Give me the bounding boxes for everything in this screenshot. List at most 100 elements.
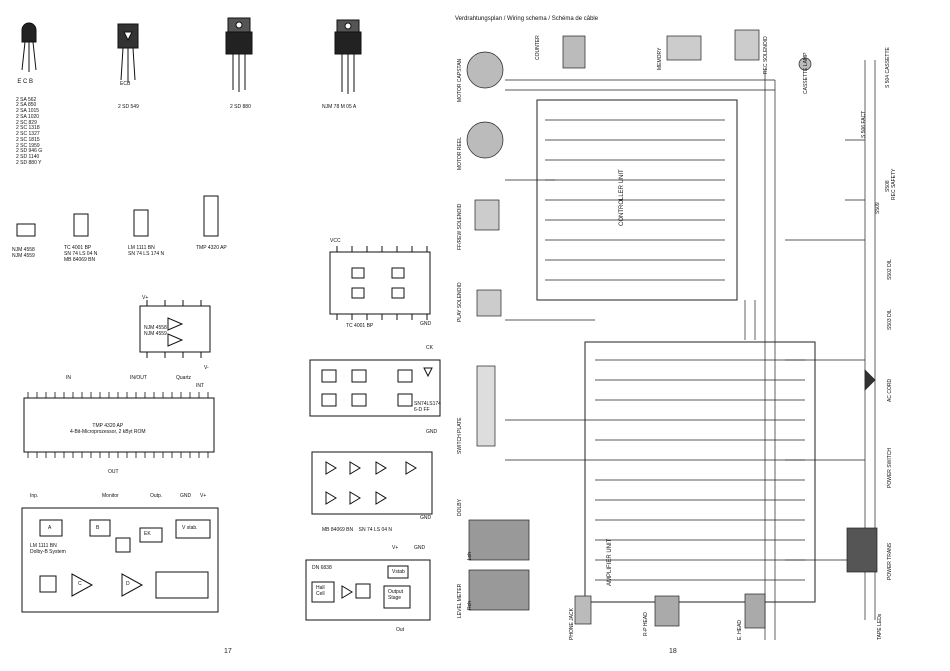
- njm-box-label: NJM 4558 NJM 4559: [144, 325, 167, 337]
- tmp-inout: IN/OUT: [130, 375, 147, 381]
- label-ic-tmp: TMP 4320 AP: [196, 245, 227, 251]
- dip14-tc4001-icon: [73, 213, 89, 237]
- label-counter: COUNTER: [535, 35, 541, 60]
- label-power-trans: POWER TRANS: [887, 542, 893, 580]
- label-s502: S502 DIL: [887, 259, 893, 280]
- counter-icon: [562, 35, 586, 69]
- sn04-title: MB 84069 BN SN 74 LS 04 N: [322, 527, 393, 533]
- memory-icon: [666, 35, 702, 61]
- wiring-diagram: [466, 29, 878, 640]
- label-phone-jack: PHONE JACK: [569, 608, 575, 640]
- block-d: D: [126, 581, 130, 587]
- pin-b: B: [29, 78, 34, 85]
- label-ic-tc4001: TC 4001 BP SN 74 LS 04 N MB 84069 BN: [64, 245, 98, 263]
- dip16-lm1111-icon: [133, 209, 149, 237]
- page-number-right: 18: [669, 648, 677, 655]
- label-switch-plate: SWITCH PLATE: [457, 417, 463, 454]
- pin-e: E: [17, 78, 22, 85]
- label-ic-njm: NJM 4558 NJM 4559: [12, 247, 35, 259]
- label-controller-unit: CONTROLLER UNIT: [619, 169, 625, 226]
- label-njm78m05: NJM 78 M 05 A: [322, 104, 357, 110]
- njm-vminus: V-: [204, 365, 209, 371]
- label-dolby: DOLBY: [457, 499, 463, 516]
- block-b: B: [96, 525, 100, 531]
- label-power-switch: POWER SWITCH: [887, 448, 893, 488]
- label-e-head: E. HEAD: [737, 619, 743, 640]
- tmp-in: IN: [66, 375, 71, 381]
- lm1111-vstab: V stab.: [182, 525, 198, 531]
- label-level-meter: LEVEL METER: [457, 583, 463, 618]
- block-a: A: [48, 525, 52, 531]
- label-s503: S503 DIL: [887, 309, 893, 330]
- label-ffrew-solenoid: FF/REW SOLENOID: [457, 203, 463, 250]
- block-ek: EK: [144, 531, 151, 537]
- ffrew-solenoid-icon: [474, 199, 500, 231]
- dn-out: Out: [396, 627, 405, 633]
- tmp-title: TMP 4320 AP 4-Bit-Microprozessor, 2 kByt…: [70, 423, 146, 435]
- right-page: Verdrahtungsplan / Wiring schema / Schém…: [445, 0, 950, 671]
- njm-vplus: V+: [142, 295, 149, 301]
- sn174-gnd: GND: [426, 429, 438, 435]
- label-lch: Lch: [467, 551, 473, 560]
- label-memory: MEMORY: [657, 47, 663, 70]
- sn04-gnd: GND: [420, 515, 432, 521]
- transistor-to92-icon: [21, 22, 37, 43]
- pin-labels-2sd549: ECB: [120, 81, 131, 87]
- lm1111-outp: Outp.: [150, 493, 163, 499]
- dip8-njm-icon: [16, 223, 36, 237]
- rec-solenoid-icon: [734, 29, 760, 61]
- controller-pcb: [536, 99, 738, 301]
- lm1111-gnd: GND: [180, 493, 192, 499]
- transistor-pin-labels: E C B: [14, 72, 33, 86]
- play-solenoid-icon: [476, 289, 502, 317]
- label-motor-capstan: MOTOR CAPSTAN: [457, 58, 463, 102]
- motor-reel-icon: [466, 121, 504, 159]
- phone-jack-icon: [574, 595, 592, 625]
- tc4001-title: TC 4001 BP: [346, 323, 374, 329]
- dn-output: Output Stage: [388, 589, 404, 601]
- amplifier-pcb: [584, 341, 816, 603]
- label-rec-safety: REC SAFETY: [891, 168, 897, 200]
- label-cassette-lamp: CASSETTE LAMP: [803, 52, 809, 94]
- label-2sd549: 2 SD 549: [118, 104, 139, 110]
- label-ac-cord: AC CORD: [887, 378, 893, 402]
- label-s504-cassette: S 504 CASSETTE: [885, 47, 891, 88]
- label-rch: Rch: [467, 601, 473, 610]
- lm1111-inp: Inp.: [30, 493, 39, 499]
- level-meter-rch-icon: [468, 569, 530, 611]
- tmp-out: OUT: [108, 469, 119, 475]
- label-play-solenoid: PLAY SOLENOID: [457, 282, 463, 322]
- lm1111-title: LM 1111 BN Dolby-B System: [30, 543, 66, 555]
- e-head-icon: [744, 593, 766, 629]
- power-trans-icon: [846, 527, 878, 573]
- switch-plate-icon: [476, 365, 496, 447]
- sn174-ck: CK: [426, 345, 433, 351]
- ac-plug-icon: [864, 369, 876, 391]
- lm1111-vplus: V+: [200, 493, 207, 499]
- pin-c: C: [23, 78, 28, 85]
- dn-vplus: V+: [392, 545, 399, 551]
- motor-capstan-icon: [466, 51, 504, 89]
- label-ic-lm1111: LM 1111 BN SN 74 LS 174 N: [128, 245, 165, 257]
- tc4001-vcc: VCC: [330, 238, 341, 244]
- sn174-title: SN74LS174 6-D FF: [414, 401, 441, 413]
- dip42-tmp4320-icon: [203, 195, 219, 237]
- lm1111-monitor: Monitor: [102, 493, 119, 499]
- label-rec-solenoid: REC SOLENOID: [763, 36, 769, 74]
- page-number-left: 17: [224, 648, 232, 655]
- label-s509: S509: [875, 202, 881, 214]
- block-c: C: [78, 581, 82, 587]
- rp-head-icon: [654, 595, 680, 627]
- label-amplifier-unit: AMPLIFIER UNIT: [607, 538, 613, 586]
- label-2sd880: 2 SD 880: [230, 104, 251, 110]
- cassette-lamp-icon: [798, 57, 812, 71]
- dn-title: DN 6838: [312, 565, 332, 571]
- label-tape-leds: TAPE LEDs: [877, 613, 883, 640]
- wiring-header: Verdrahtungsplan / Wiring schema / Schém…: [455, 16, 599, 22]
- label-rp-head: R-P HEAD: [643, 612, 649, 636]
- dn-vstab: Vstab: [392, 569, 405, 575]
- tc4001-gnd: GND: [420, 321, 432, 327]
- label-motor-reel: MOTOR REEL: [457, 137, 463, 170]
